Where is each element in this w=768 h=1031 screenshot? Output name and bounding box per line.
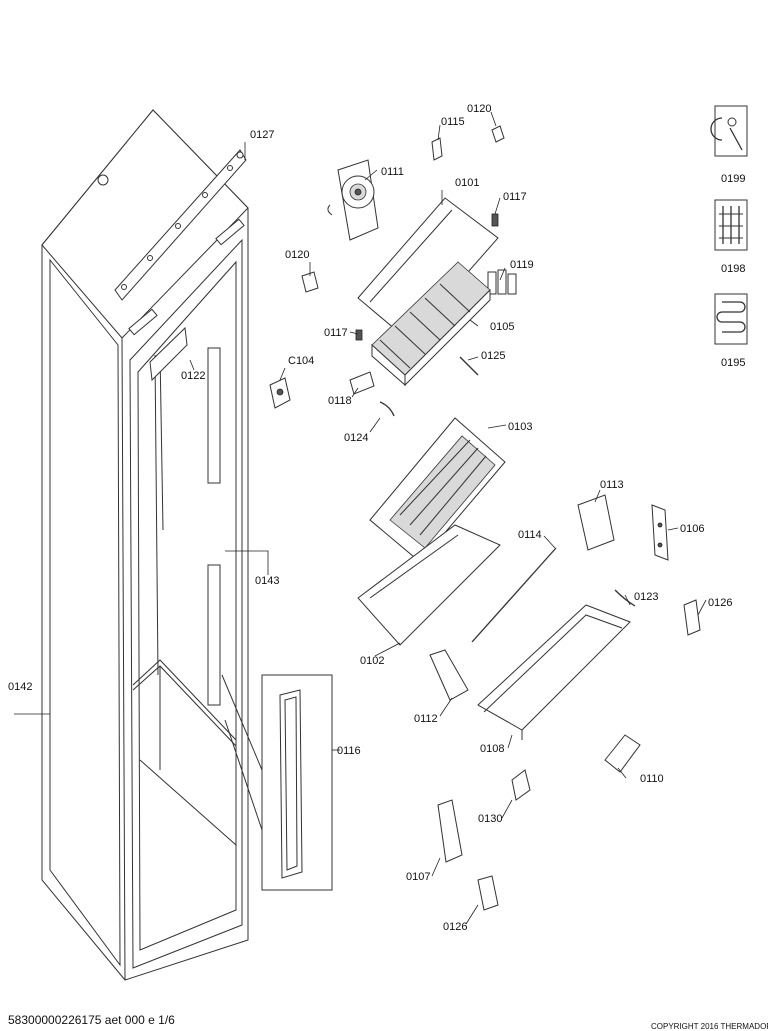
bracket-0107-drawing [437,799,463,863]
part-label-0107: 0107 [406,871,430,883]
part-label-0126-bottom: 0126 [443,921,467,933]
channel-0108-drawing [477,604,631,740]
bracket-0113-drawing [577,494,615,551]
clip-0120-top-drawing [491,125,505,143]
wrench-tool-icon [710,105,748,157]
part-label-0118: 0118 [328,395,352,407]
document-number: 58300000226175 aet 000 e 1/6 [8,1013,175,1027]
part-label-0114: 0114 [518,529,542,541]
sensor-c104-drawing [269,377,291,409]
clip-0117-left-drawing [355,329,363,341]
wire-0124-drawing [379,401,395,417]
hinge-0126-right-drawing [683,599,701,636]
shelf-cover-drawing [357,524,501,646]
fan-assembly-drawing [327,159,379,241]
wire-0123-drawing [614,589,636,607]
copyright-notice: COPYRIGHT 2016 THERMADOR [651,1022,768,1031]
screws-bag-icon [714,199,748,251]
part-label-0111: 0111 [381,166,404,178]
part-labels: 0127 0111 0115 0120 0101 0117 0120 0119 … [8,103,732,933]
clip-0130-drawing [511,769,531,801]
leader-lines [14,111,707,925]
part-label-0119: 0119 [510,259,534,271]
part-label-0105: 0105 [490,321,514,333]
part-label-0116: 0116 [337,745,361,757]
part-label-0127: 0127 [250,129,274,141]
part-label-0106: 0106 [680,523,704,535]
part-label-0117-left: 0117 [324,327,348,339]
part-label-0112: 0112 [414,713,438,725]
part-label-0103: 0103 [508,421,532,433]
clip-0115-drawing [431,137,443,161]
part-label-0124: 0124 [344,432,368,444]
part-label-0108: 0108 [480,743,504,755]
bracket-0118-drawing [349,371,375,395]
part-label-0120-left: 0120 [285,249,309,261]
part-label-0117-top: 0117 [503,191,527,203]
part-label-c104: C104 [288,355,314,367]
part-label-0130: 0130 [478,813,502,825]
part-label-0125: 0125 [481,350,505,362]
part-label-0143: 0143 [255,575,279,587]
part-label-0102: 0102 [360,655,384,667]
evaporator-drawing [371,261,491,387]
part-label-0123: 0123 [634,591,658,603]
drain-tray-drawing [369,417,506,563]
part-label-0120-top: 0120 [467,103,491,115]
part-label-0126-right: 0126 [708,597,732,609]
cabinet-drawing [41,109,333,981]
bracket-0112-drawing [429,649,469,701]
legend-code-0199: 0199 [721,173,745,185]
clip-0117-top-drawing [491,213,499,227]
legend: 0199 0198 0195 [710,105,748,369]
legend-code-0198: 0198 [721,263,745,275]
part-label-0115: 0115 [441,116,465,128]
coil-pipe-icon [714,293,748,345]
part-label-0110: 0110 [640,773,664,785]
part-label-0101: 0101 [455,177,479,189]
legend-code-0195: 0195 [721,357,745,369]
connector-0119-drawing [487,269,517,295]
hinge-0126-bottom-drawing [477,875,499,911]
bracket-0106-drawing [651,504,669,561]
part-label-0142: 0142 [8,681,32,693]
part-label-0122: 0122 [181,370,205,382]
wire-0125-drawing [459,356,479,376]
hinge-cover-0110-drawing [604,734,641,773]
rod-0114-drawing [471,547,557,643]
part-label-0113: 0113 [600,479,624,491]
